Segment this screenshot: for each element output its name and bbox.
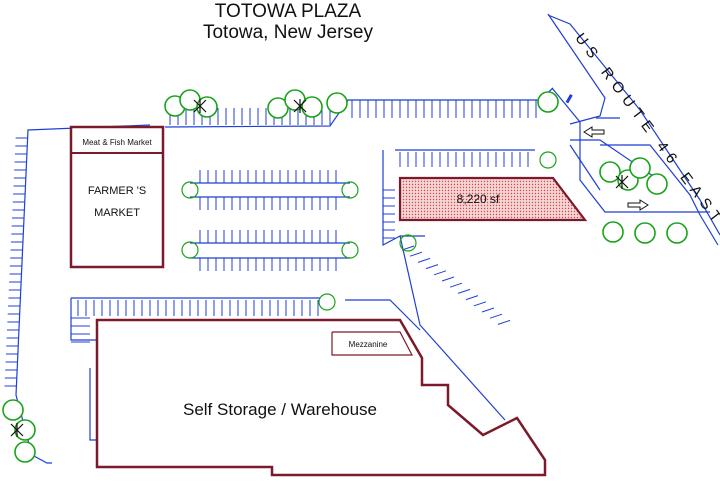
meat-fish-market-label: Meat & Fish Market [82, 138, 152, 147]
mezzanine-label: Mezzanine [349, 340, 388, 349]
tree-icon [301, 96, 323, 118]
traffic-arrow-icon [565, 94, 649, 211]
parking-stalls [4, 100, 537, 387]
tree-trunk-icon [293, 99, 307, 113]
tree-icon [602, 221, 624, 243]
tree-icon [537, 91, 559, 113]
tree-icon [666, 222, 688, 244]
page-title: TOTOWA PLAZA [214, 1, 362, 22]
tree-icon [196, 96, 218, 118]
available-unit-size: 8,220 sf [457, 192, 500, 206]
farmers-market-building: Meat & Fish Market FARMER 'S MARKET [69, 125, 165, 269]
tree-icon [2, 89, 688, 463]
self-storage-building: Mezzanine Self Storage / Warehouse [95, 318, 547, 477]
parking-islands [181, 93, 557, 311]
tree-icon [634, 222, 656, 244]
available-unit[interactable]: 8,220 sf [398, 176, 588, 222]
tree-icon [629, 157, 651, 179]
tree-trunk-icon [615, 175, 629, 189]
tree-icon [14, 419, 36, 441]
tree-icon [326, 92, 348, 114]
tree-icon [14, 441, 36, 463]
farmers-market-label-line1: FARMER 'S [88, 185, 146, 197]
tree-trunk-icon [193, 99, 207, 113]
page-subtitle: Totowa, New Jersey [202, 22, 373, 43]
tree-icon [2, 399, 24, 421]
tree-icon [599, 161, 621, 183]
tree-icon [646, 173, 668, 195]
self-storage-label: Self Storage / Warehouse [183, 400, 377, 419]
farmers-market-label-line2: MARKET [94, 207, 140, 219]
tree-trunk-icon [10, 423, 24, 437]
